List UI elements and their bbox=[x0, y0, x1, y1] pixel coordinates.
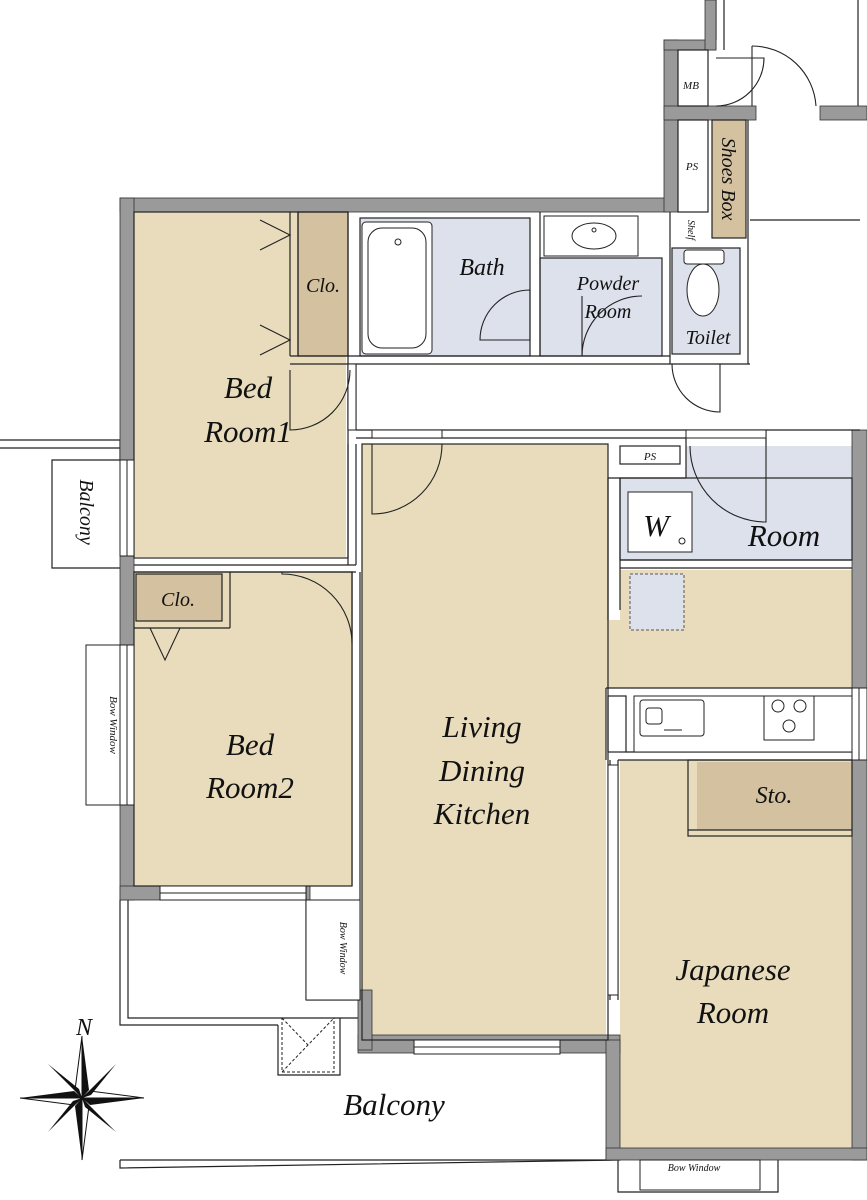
windows bbox=[85, 363, 867, 1191]
bath-label: Bath bbox=[459, 255, 504, 281]
closet2-label: Clo. bbox=[161, 589, 195, 611]
bedroom1-label-line2: Room1 bbox=[203, 414, 292, 449]
ldk-label-line2: Dining bbox=[438, 753, 525, 788]
bedroom2-floor bbox=[134, 572, 351, 886]
room-fills bbox=[134, 120, 852, 1148]
closet2-floor bbox=[136, 574, 222, 621]
japanese-room-label-line1: Japanese bbox=[675, 952, 791, 987]
bow-window-bottom-label: Bow Window bbox=[668, 1163, 721, 1174]
toilet-tank bbox=[683, 249, 725, 265]
ldk-floor bbox=[362, 444, 852, 1040]
shoes-box-floor bbox=[712, 120, 746, 238]
compass-north-label: N bbox=[75, 1015, 94, 1041]
wash-room-label: Room bbox=[747, 518, 820, 553]
ldk-label-line3: Kitchen bbox=[433, 796, 530, 831]
bedroom2-label-line2: Room2 bbox=[205, 770, 294, 805]
shoes-box-label: Shoes Box bbox=[717, 138, 739, 221]
storage-floor bbox=[697, 762, 852, 830]
skylight-box bbox=[281, 1017, 335, 1073]
bathtub-inner bbox=[367, 227, 427, 349]
toilet-bowl bbox=[686, 263, 720, 317]
shelf-label: Shelf bbox=[685, 220, 696, 241]
closet1-floor bbox=[298, 212, 348, 356]
storage-label: Sto. bbox=[756, 783, 793, 809]
japanese-room-label-line2: Room bbox=[696, 995, 769, 1030]
closet1-label: Clo. bbox=[306, 275, 340, 297]
ps-mid-label: PS bbox=[643, 451, 657, 463]
compass-rose-icon: N bbox=[19, 1015, 145, 1161]
bedroom2-label-line1: Bed bbox=[226, 727, 275, 762]
bedroom1-label-line1: Bed bbox=[224, 370, 273, 405]
balcony-side-label: Balcony bbox=[75, 479, 97, 545]
powder-room-label-line1: Powder bbox=[576, 273, 639, 295]
bow-window-mid-label: Bow Window bbox=[337, 922, 348, 975]
washer-label: W bbox=[643, 508, 672, 543]
toilet-label: Toilet bbox=[686, 327, 731, 349]
washer-pan-floor bbox=[629, 573, 685, 631]
door-swings bbox=[149, 45, 817, 662]
powder-room-label-line2: Room bbox=[584, 301, 632, 323]
fixtures bbox=[281, 215, 853, 1073]
mb-label: MB bbox=[682, 80, 699, 92]
ldk-label-line1: Living bbox=[441, 709, 521, 744]
ps-top-label: PS bbox=[685, 161, 699, 173]
powder-room-floor bbox=[540, 258, 662, 356]
balcony-main-label: Balcony bbox=[343, 1087, 445, 1122]
gas-stove bbox=[763, 695, 815, 741]
bow-window-left-label: Bow Window bbox=[107, 696, 119, 754]
